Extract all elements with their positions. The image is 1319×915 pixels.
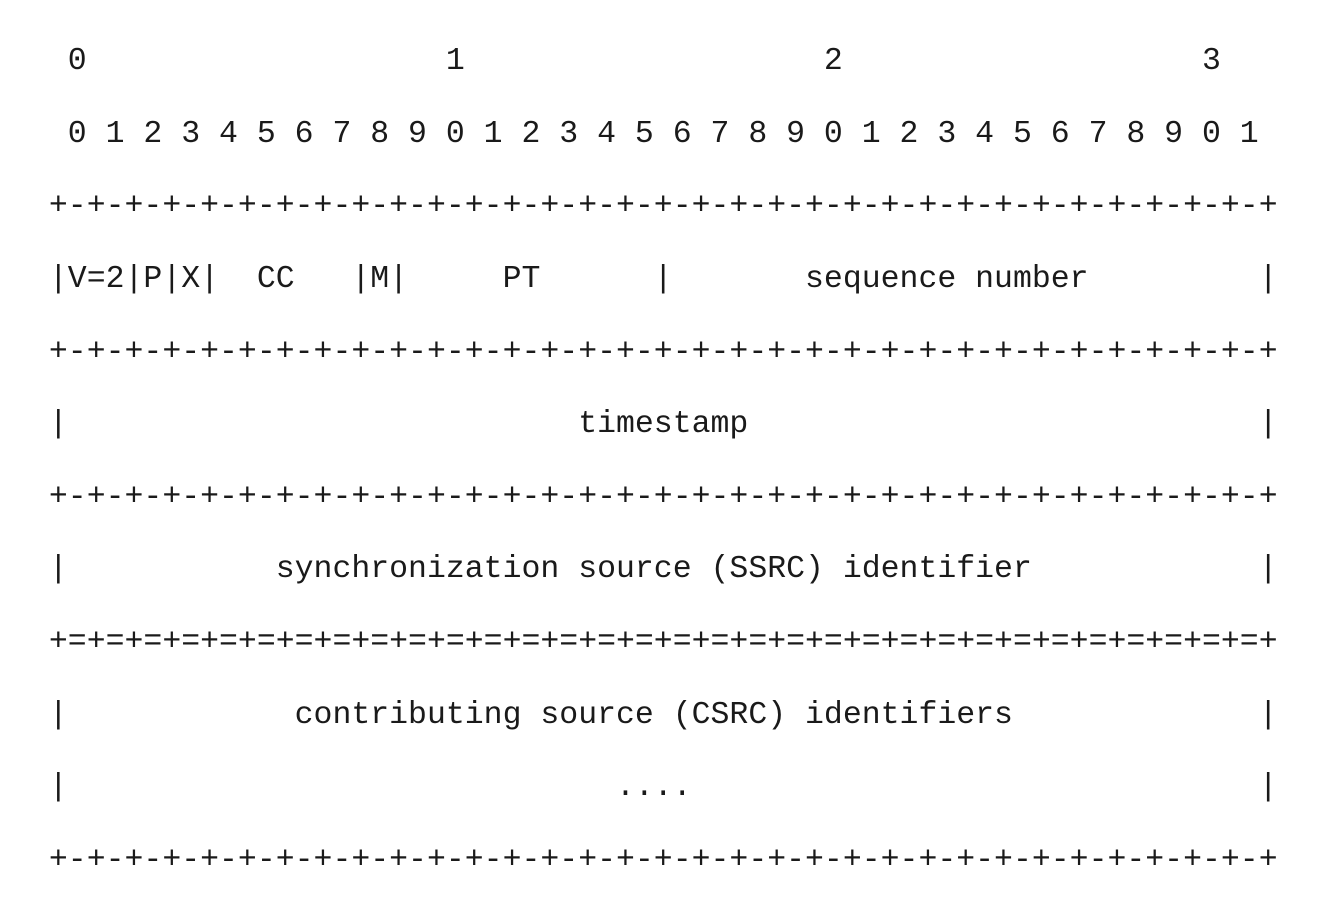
separator-top: +-+-+-+-+-+-+-+-+-+-+-+-+-+-+-+-+-+-+-+-… bbox=[30, 189, 1278, 225]
row-ssrc: | synchronization source (SSRC) identifi… bbox=[30, 552, 1278, 588]
separator-double: +=+=+=+=+=+=+=+=+=+=+=+=+=+=+=+=+=+=+=+=… bbox=[30, 625, 1278, 661]
bit-decade-ruler: 0 1 2 3 bbox=[30, 44, 1221, 80]
separator-after-first-word: +-+-+-+-+-+-+-+-+-+-+-+-+-+-+-+-+-+-+-+-… bbox=[30, 334, 1278, 370]
row-version-flags-sequence: |V=2|P|X| CC |M| PT | sequence number | bbox=[30, 262, 1278, 298]
row-csrc-continuation: | .... | bbox=[30, 770, 1278, 806]
row-csrc: | contributing source (CSRC) identifiers… bbox=[30, 697, 1278, 733]
row-timestamp: | timestamp | bbox=[30, 407, 1278, 443]
separator-after-timestamp: +-+-+-+-+-+-+-+-+-+-+-+-+-+-+-+-+-+-+-+-… bbox=[30, 479, 1278, 515]
separator-bottom: +-+-+-+-+-+-+-+-+-+-+-+-+-+-+-+-+-+-+-+-… bbox=[30, 842, 1278, 878]
bit-index-ruler: 0 1 2 3 4 5 6 7 8 9 0 1 2 3 4 5 6 7 8 9 … bbox=[30, 116, 1259, 152]
